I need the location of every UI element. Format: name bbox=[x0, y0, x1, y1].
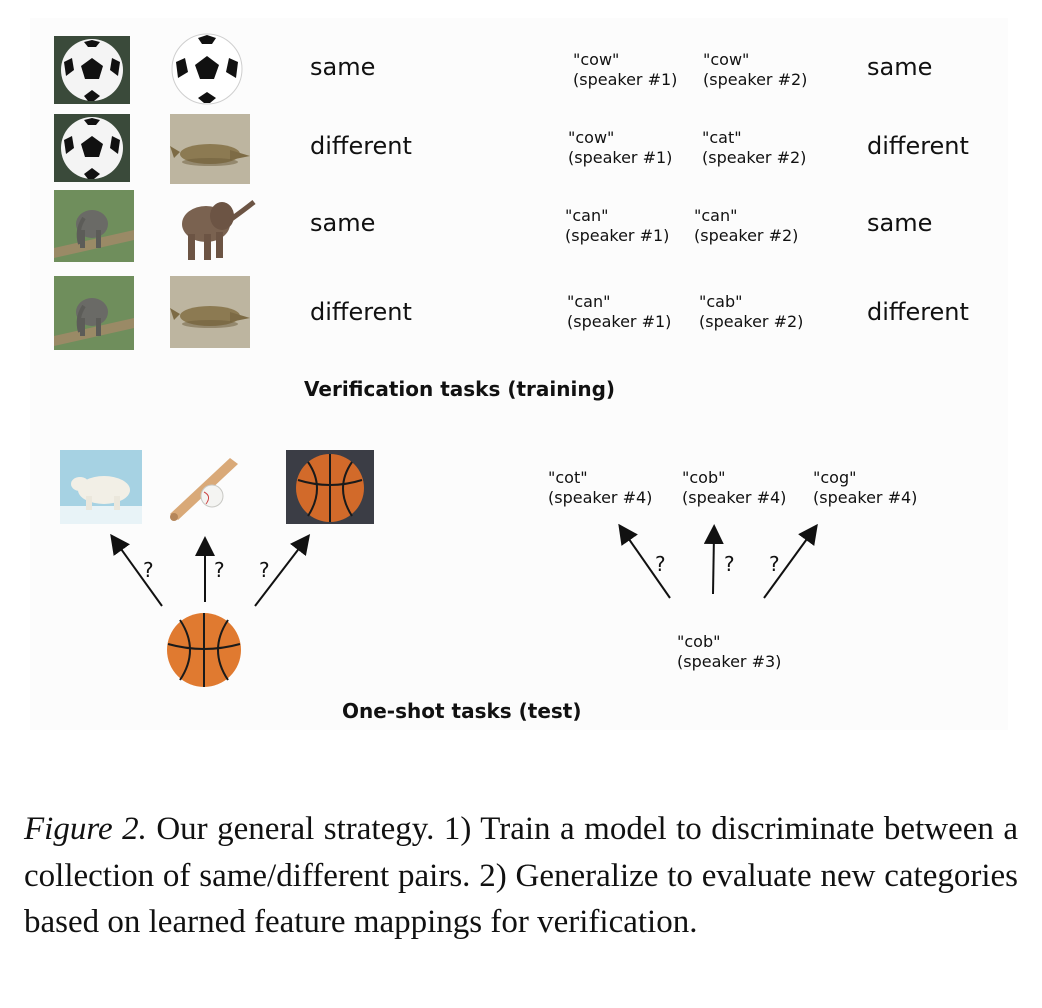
caption-label: Figure 2. bbox=[24, 811, 147, 847]
arrows-image bbox=[110, 533, 311, 607]
basketball-icon bbox=[164, 610, 246, 690]
query-word: "cob"(speaker #3) bbox=[677, 632, 782, 671]
caption-text: Our general strategy. 1) Train a model t… bbox=[24, 811, 1019, 940]
word-a: "can"(speaker #1) bbox=[567, 292, 672, 331]
image-pair-label: different bbox=[310, 132, 412, 160]
elephant-icon bbox=[170, 194, 256, 264]
question-mark: ? bbox=[214, 558, 225, 582]
candidate-word: "cog"(speaker #4) bbox=[813, 468, 918, 507]
elephant-icon bbox=[54, 190, 134, 262]
figure: same different same different "cow"(spea… bbox=[30, 18, 1008, 730]
question-mark: ? bbox=[143, 558, 154, 582]
soccer-ball-icon bbox=[54, 114, 130, 182]
training-heading: Verification tasks (training) bbox=[304, 377, 616, 401]
image-pair-label: same bbox=[310, 209, 376, 237]
candidate-word: "cob"(speaker #4) bbox=[682, 468, 787, 507]
polar-bear-icon bbox=[60, 450, 142, 524]
soccer-ball-icon bbox=[54, 36, 130, 104]
word-a: "cow"(speaker #1) bbox=[573, 50, 678, 89]
audio-pair-label: same bbox=[867, 53, 933, 81]
baseball-bat-icon bbox=[162, 450, 244, 522]
word-b: "cat"(speaker #2) bbox=[702, 128, 807, 167]
word-b: "can"(speaker #2) bbox=[694, 206, 799, 245]
word-b: "cab"(speaker #2) bbox=[699, 292, 804, 331]
word-a: "cow"(speaker #1) bbox=[568, 128, 673, 167]
candidate-word: "cot"(speaker #4) bbox=[548, 468, 653, 507]
arrows-audio bbox=[618, 523, 818, 599]
soccer-ball-icon bbox=[170, 32, 244, 106]
audio-pair-label: same bbox=[867, 209, 933, 237]
image-pair-label: different bbox=[310, 298, 412, 326]
audio-pair-label: different bbox=[867, 298, 969, 326]
word-a: "can"(speaker #1) bbox=[565, 206, 670, 245]
word-b: "cow"(speaker #2) bbox=[703, 50, 808, 89]
elephant-icon bbox=[54, 276, 134, 350]
question-mark: ? bbox=[259, 558, 270, 582]
crocodile-icon bbox=[170, 114, 250, 184]
basketball-icon bbox=[286, 450, 374, 524]
audio-pair-label: different bbox=[867, 132, 969, 160]
question-mark: ? bbox=[724, 552, 735, 576]
crocodile-icon bbox=[170, 276, 250, 348]
question-mark: ? bbox=[769, 552, 780, 576]
test-heading: One-shot tasks (test) bbox=[342, 699, 582, 723]
question-mark: ? bbox=[655, 552, 666, 576]
figure-caption: Figure 2. Our general strategy. 1) Train… bbox=[24, 806, 1018, 946]
image-pair-label: same bbox=[310, 53, 376, 81]
